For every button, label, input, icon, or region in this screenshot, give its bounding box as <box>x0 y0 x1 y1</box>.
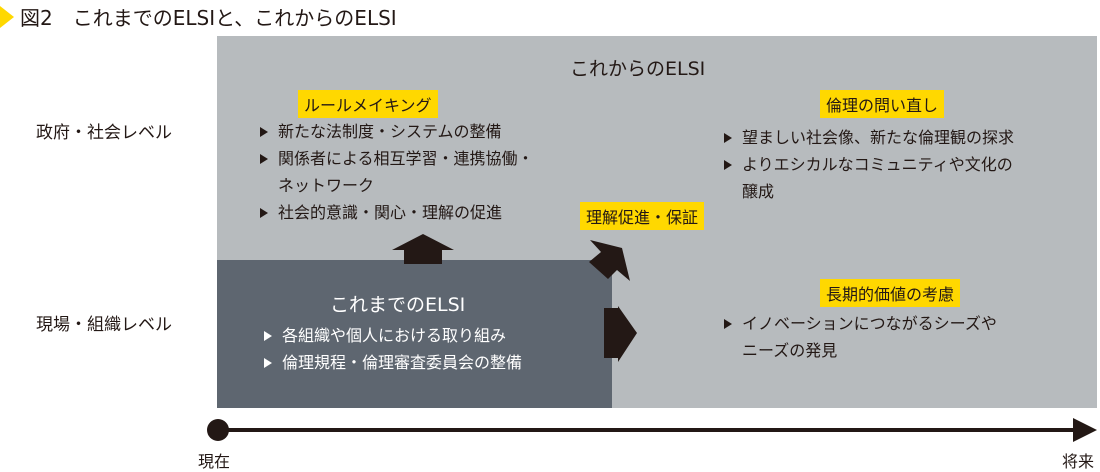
level-field: 現場・組織レベル <box>36 315 172 335</box>
tag-rule-making: ルールメイキング <box>298 90 438 118</box>
list-item-text: 醸成 <box>742 182 775 201</box>
figure-number: 図2 <box>20 6 53 30</box>
timeline-arrowhead-icon <box>1073 418 1097 442</box>
list-item-text: ニーズの発見 <box>742 341 838 360</box>
list-item: 倫理規程・倫理審査委員会の整備 <box>262 349 522 376</box>
past-elsi-heading: これまでのELSI <box>330 294 466 316</box>
tag-ethics-review: 倫理の問い直し <box>820 90 945 118</box>
level-government: 政府・社会レベル <box>36 123 172 143</box>
future-elsi-heading: これからのELSI <box>570 58 706 80</box>
timeline-start-dot <box>207 419 229 441</box>
tag-long-term: 長期的価値の考慮 <box>820 279 961 307</box>
diagonal-arrow-icon <box>589 240 630 281</box>
timeline-start-label: 現在 <box>198 452 231 471</box>
list-item-continued: ニーズの発見 <box>722 337 997 364</box>
list-item: 新たな法制度・システムの整備 <box>258 118 534 145</box>
list-item: イノベーションにつながるシーズや <box>722 310 997 337</box>
up-arrow-icon <box>392 234 454 264</box>
list-item: 望ましい社会像、新たな倫理観の探求 <box>722 124 1014 151</box>
list-item: よりエシカルなコミュニティや文化の <box>722 151 1014 178</box>
title-marker-icon <box>0 5 14 28</box>
figure-title: 図2 これまでのELSIと、これからのELSI <box>0 2 397 31</box>
list-item-text: ネットワーク <box>278 176 375 195</box>
list-item: 社会的意識・関心・理解の促進 <box>258 199 534 226</box>
right-arrow-icon <box>604 306 637 362</box>
list-item: 各組織や個人における取り組み <box>262 322 522 349</box>
list-item-continued: 醸成 <box>722 178 1014 205</box>
list-item-continued: ネットワーク <box>258 172 534 199</box>
past-elsi-box <box>217 260 612 408</box>
figure-title-text: これまでのELSIと、これからのELSI <box>72 6 397 30</box>
long-term-list: イノベーションにつながるシーズや ニーズの発見 <box>722 310 997 364</box>
past-elsi-list: 各組織や個人における取り組み 倫理規程・倫理審査委員会の整備 <box>262 322 522 376</box>
rule-making-list: 新たな法制度・システムの整備 関係者による相互学習・連携協働・ ネットワーク 社… <box>258 118 534 226</box>
timeline-end-label: 将来 <box>1062 452 1095 471</box>
tag-understanding: 理解促進・保証 <box>580 202 705 230</box>
list-item: 関係者による相互学習・連携協働・ <box>258 145 534 172</box>
ethics-review-list: 望ましい社会像、新たな倫理観の探求 よりエシカルなコミュニティや文化の 醸成 <box>722 124 1014 205</box>
